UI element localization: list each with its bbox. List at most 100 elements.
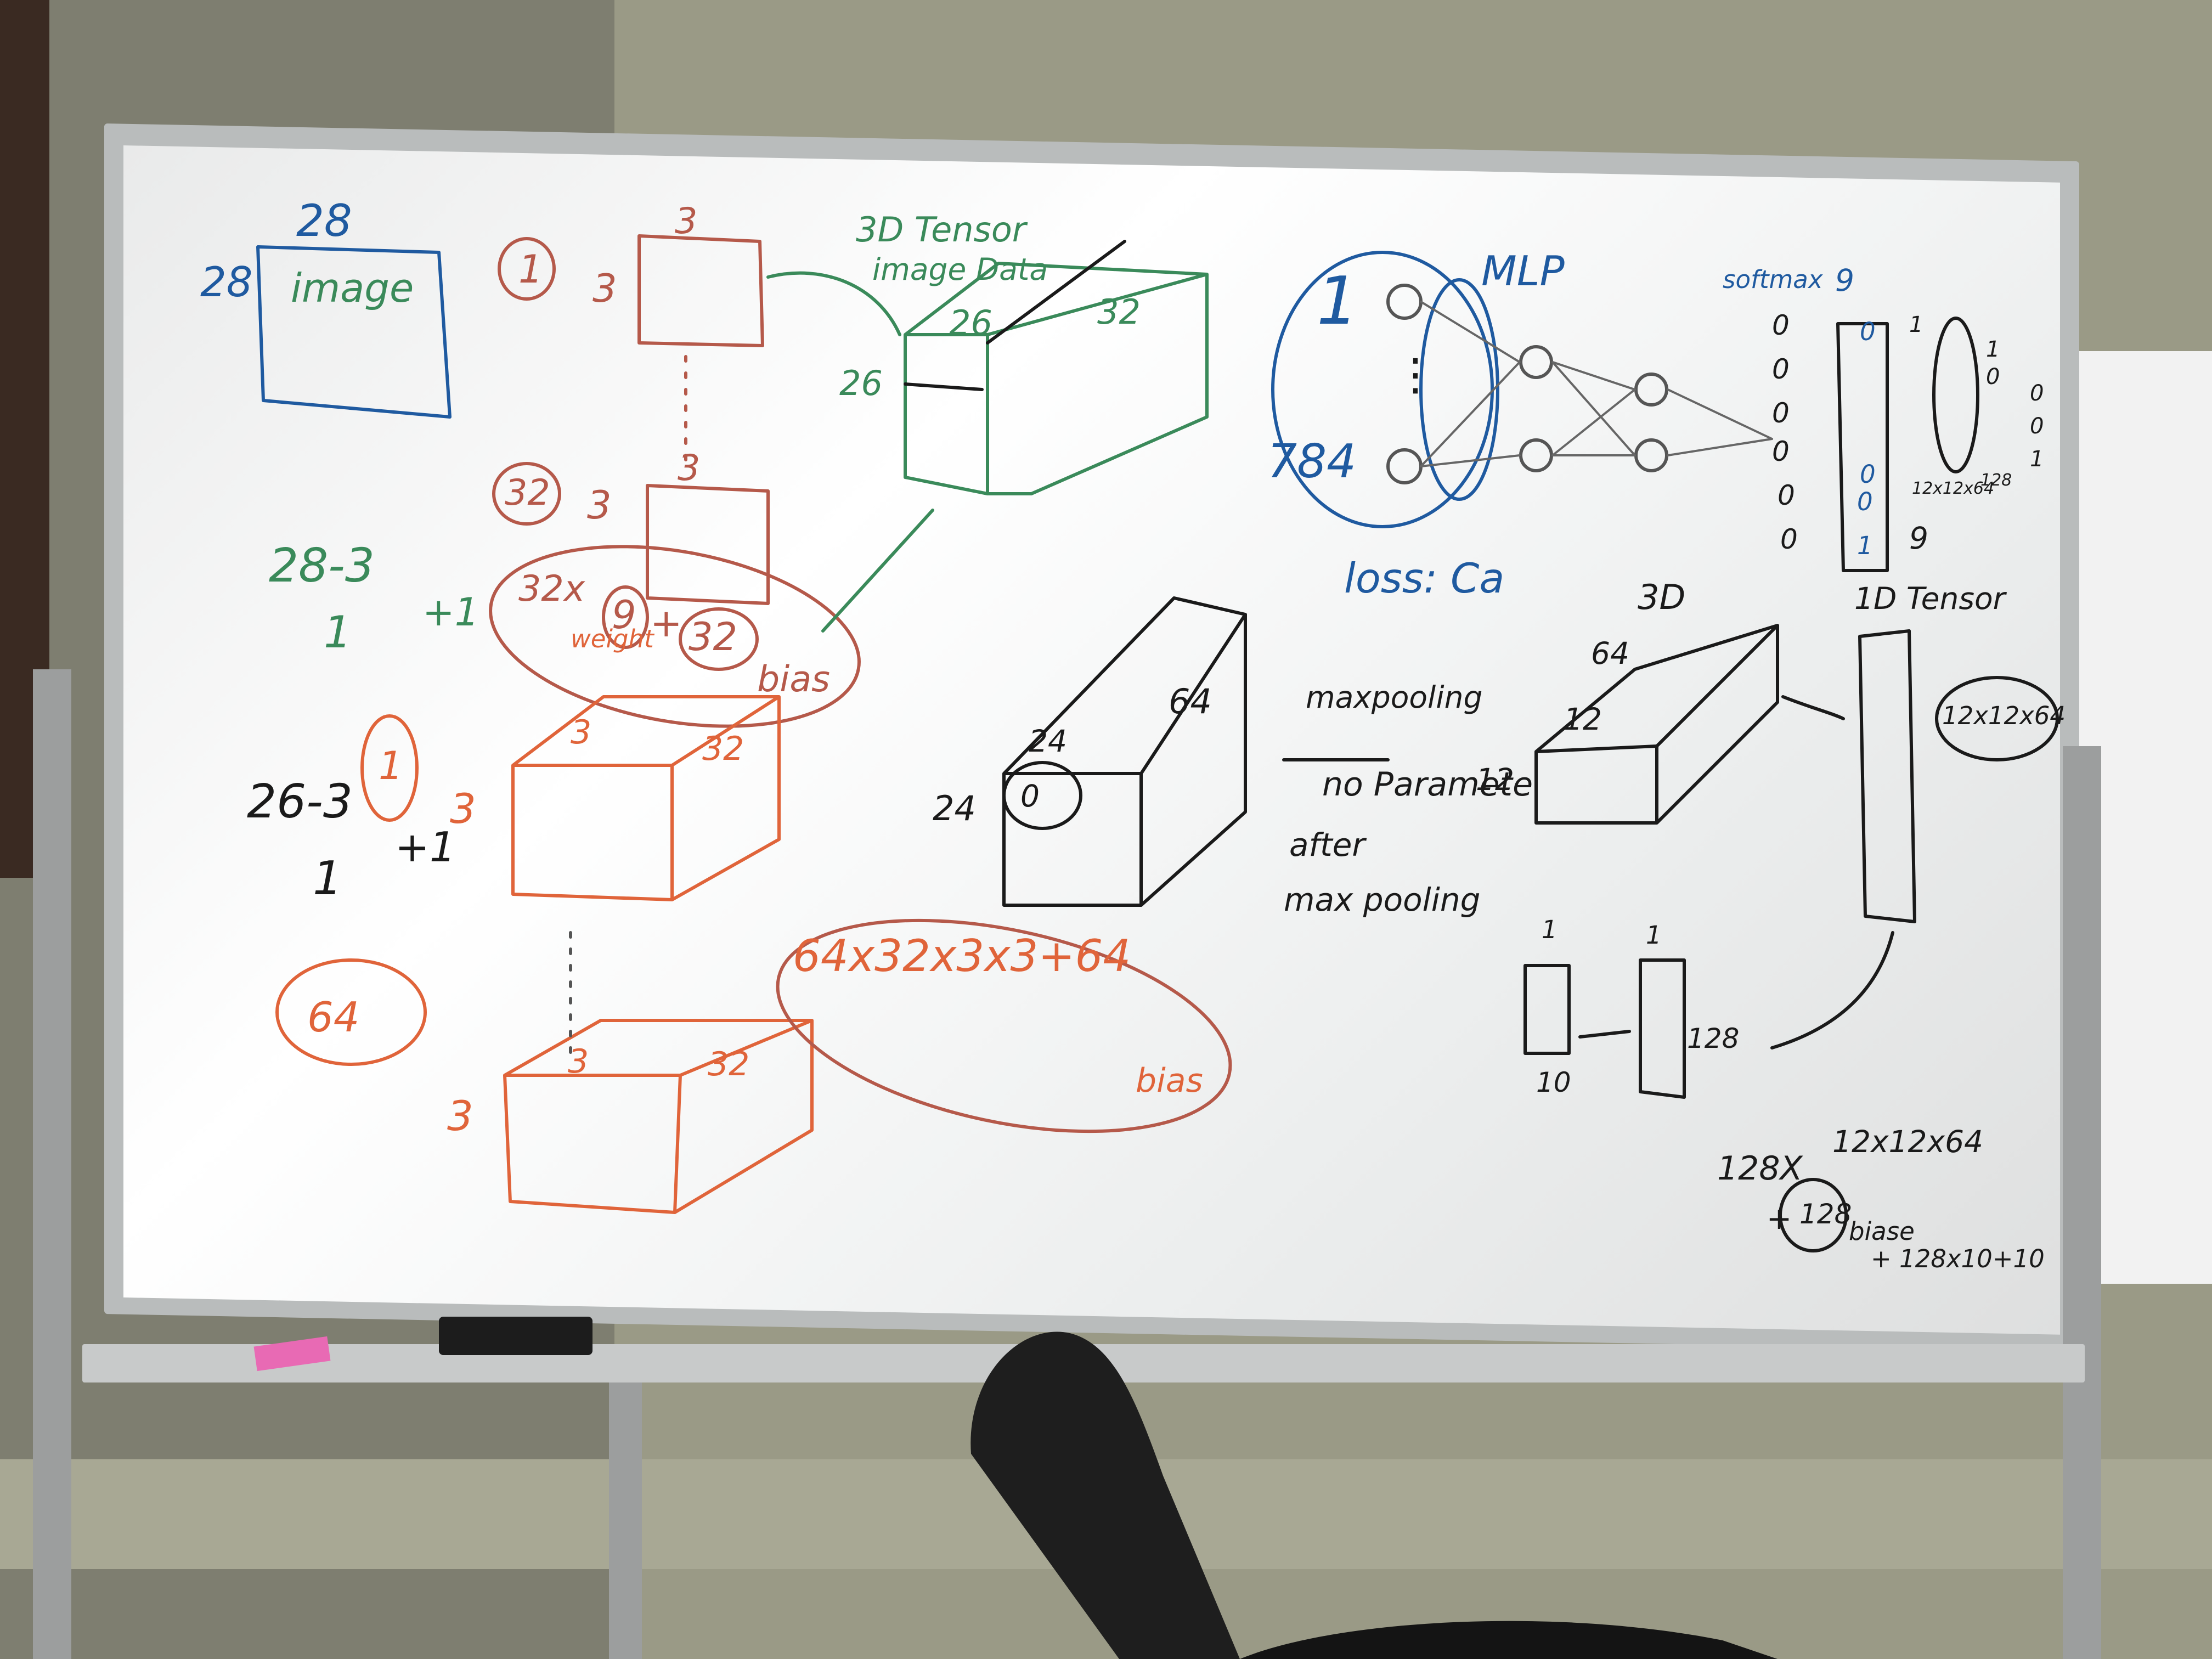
softmax-col1-0: 0: [1772, 309, 1790, 341]
softmax-col1-1: 0: [1772, 353, 1790, 385]
circle-1-label: 1: [518, 247, 543, 292]
param2-text: 64x32x3x3+64: [793, 930, 1131, 981]
bottom-formula-b: 12x12x64: [1832, 1124, 1983, 1159]
arrow-down-left: [1770, 931, 1894, 1049]
tensor-small-title: 3D: [1638, 577, 1685, 617]
dense-10: [1523, 964, 1571, 1055]
softmax-col1-3: 0: [1772, 436, 1790, 467]
param2-bias: bias: [1136, 1062, 1203, 1100]
circle-64: [275, 958, 427, 1066]
dense-top-a: 1: [1646, 921, 1662, 950]
circle-12x12x64: [1935, 676, 2059, 761]
softmax-bottom: 9: [1909, 521, 1928, 556]
mlp-bottom-node: 784: [1267, 435, 1356, 489]
softmax-label-a: 12x12x64: [1912, 479, 1994, 498]
image-label: image: [291, 265, 414, 311]
filter32-dim: 3: [587, 483, 612, 528]
tensor-small-dim-a: 64: [1591, 636, 1629, 671]
whiteboard-eraser: [439, 1317, 592, 1355]
softmax-label-b: 128: [1980, 471, 2012, 490]
tensor-top-dim-b: 32: [1097, 292, 1141, 332]
softmax-col1-4: 0: [1778, 479, 1795, 511]
arrow-filter-to-tensor: [766, 271, 901, 336]
mlp-node: [1634, 438, 1668, 472]
softmax-col1-2: 0: [1772, 397, 1790, 429]
loss-label: loss: Ca: [1344, 554, 1504, 602]
tensor-top-title2: image Data: [872, 252, 1048, 287]
tensor-mid-circle: [1002, 761, 1082, 830]
param1-text-c: +: [650, 601, 682, 646]
circle-128: [1779, 1178, 1848, 1252]
filter-dim-lower: 3: [678, 448, 700, 489]
tensor-mid-dim-b: 64: [1169, 681, 1212, 721]
arrow-bidirectional: [821, 509, 934, 633]
tensor-top-dim-a: 26: [949, 303, 992, 343]
filter-square-1: [637, 234, 764, 347]
tensor-3d-small: [1534, 624, 1779, 825]
circle-1: [498, 237, 556, 301]
tensor-3d-top: [904, 262, 1209, 495]
softmax-col4-1: 0: [2030, 414, 2044, 439]
stand-leg-right: [2063, 746, 2101, 1659]
softmax-col2-3: 0: [1857, 487, 1873, 516]
arrow-to-1d: [1781, 695, 1845, 720]
param1-text-b: 9: [612, 592, 636, 637]
circle-9: [602, 585, 649, 649]
tensor-1d-circle-label: 12x12x64: [1942, 701, 2066, 730]
tensor-mid-dim-c: 24: [933, 788, 976, 828]
maxpool-label: maxpooling: [1306, 680, 1482, 715]
param1-weight: weight: [571, 624, 655, 653]
tensor-top-dim-c: 26: [839, 363, 883, 403]
param1-text-a: 32x: [518, 568, 585, 610]
second-whiteboard: [2079, 351, 2212, 1284]
formula1-denominator: 1: [324, 607, 352, 658]
param-ellipse-1: [489, 545, 861, 728]
tensor-1d-title: 1D Tensor: [1854, 581, 2007, 616]
tensor-small-dim-c: 12: [1476, 762, 1514, 797]
bottom-formula-f: + 128x10+10: [1871, 1244, 2045, 1273]
softmax-col2-5: 1: [1857, 531, 1873, 560]
softmax-title: softmax: [1723, 265, 1823, 294]
tensor-top-title1: 3D Tensor: [856, 210, 1028, 250]
tensor-1d: [1858, 629, 1916, 923]
circle-32-label: 32: [505, 472, 550, 514]
mlp-dots: ⋮: [1393, 349, 1437, 400]
tensor-3d-mid: [1002, 596, 1247, 907]
mlp-node: [1634, 373, 1668, 407]
arrow-dense: [1578, 1030, 1631, 1039]
cube1-dim-b: 32: [702, 730, 744, 768]
softmax-nine: 9: [1835, 263, 1854, 298]
softmax-ellipse: [1932, 317, 1979, 473]
circle-32: [492, 462, 561, 526]
param1-text-d: 32: [689, 614, 737, 659]
image-width-label: 28: [296, 195, 352, 246]
tensor-slice-line: [904, 382, 984, 391]
stand-leg-left: [33, 669, 71, 1659]
cube1-dim-c: 3: [450, 785, 476, 833]
formula1-plus: +1: [422, 590, 479, 635]
tensor-mid-dim-a: 24: [1029, 724, 1067, 759]
mlp-ellipse-2: [1419, 278, 1499, 501]
image-square: [256, 245, 452, 419]
maxpool-after: after: [1289, 826, 1367, 864]
softmax-col3-3: 0: [1986, 364, 2000, 390]
param1-bias: bias: [757, 659, 830, 700]
stand-leg-center: [609, 1372, 642, 1659]
cube2-dim-c: 3: [447, 1092, 473, 1140]
circle-1b-label: 1: [379, 743, 403, 788]
mlp-node: [1386, 448, 1423, 484]
softmax-col3-2: 1: [1986, 337, 2000, 362]
circle-64-label: 64: [307, 993, 359, 1041]
param-ellipse-2: [776, 918, 1232, 1133]
softmax-col4-0: 0: [2030, 381, 2044, 406]
cube-orange-1: [511, 695, 781, 901]
cube2-dim-b: 32: [708, 1045, 749, 1084]
softmax-col3-0: 1: [1909, 312, 1923, 337]
circle-1b: [360, 714, 419, 822]
tensor-small-dim-b: 12: [1564, 702, 1602, 737]
dense-10-label: 10: [1536, 1066, 1571, 1098]
circle-32b: [679, 607, 759, 671]
formula2-numerator: 26-3: [247, 775, 353, 829]
mlp-edges: [1420, 301, 1773, 467]
formula1-numerator: 28-3: [269, 539, 375, 593]
